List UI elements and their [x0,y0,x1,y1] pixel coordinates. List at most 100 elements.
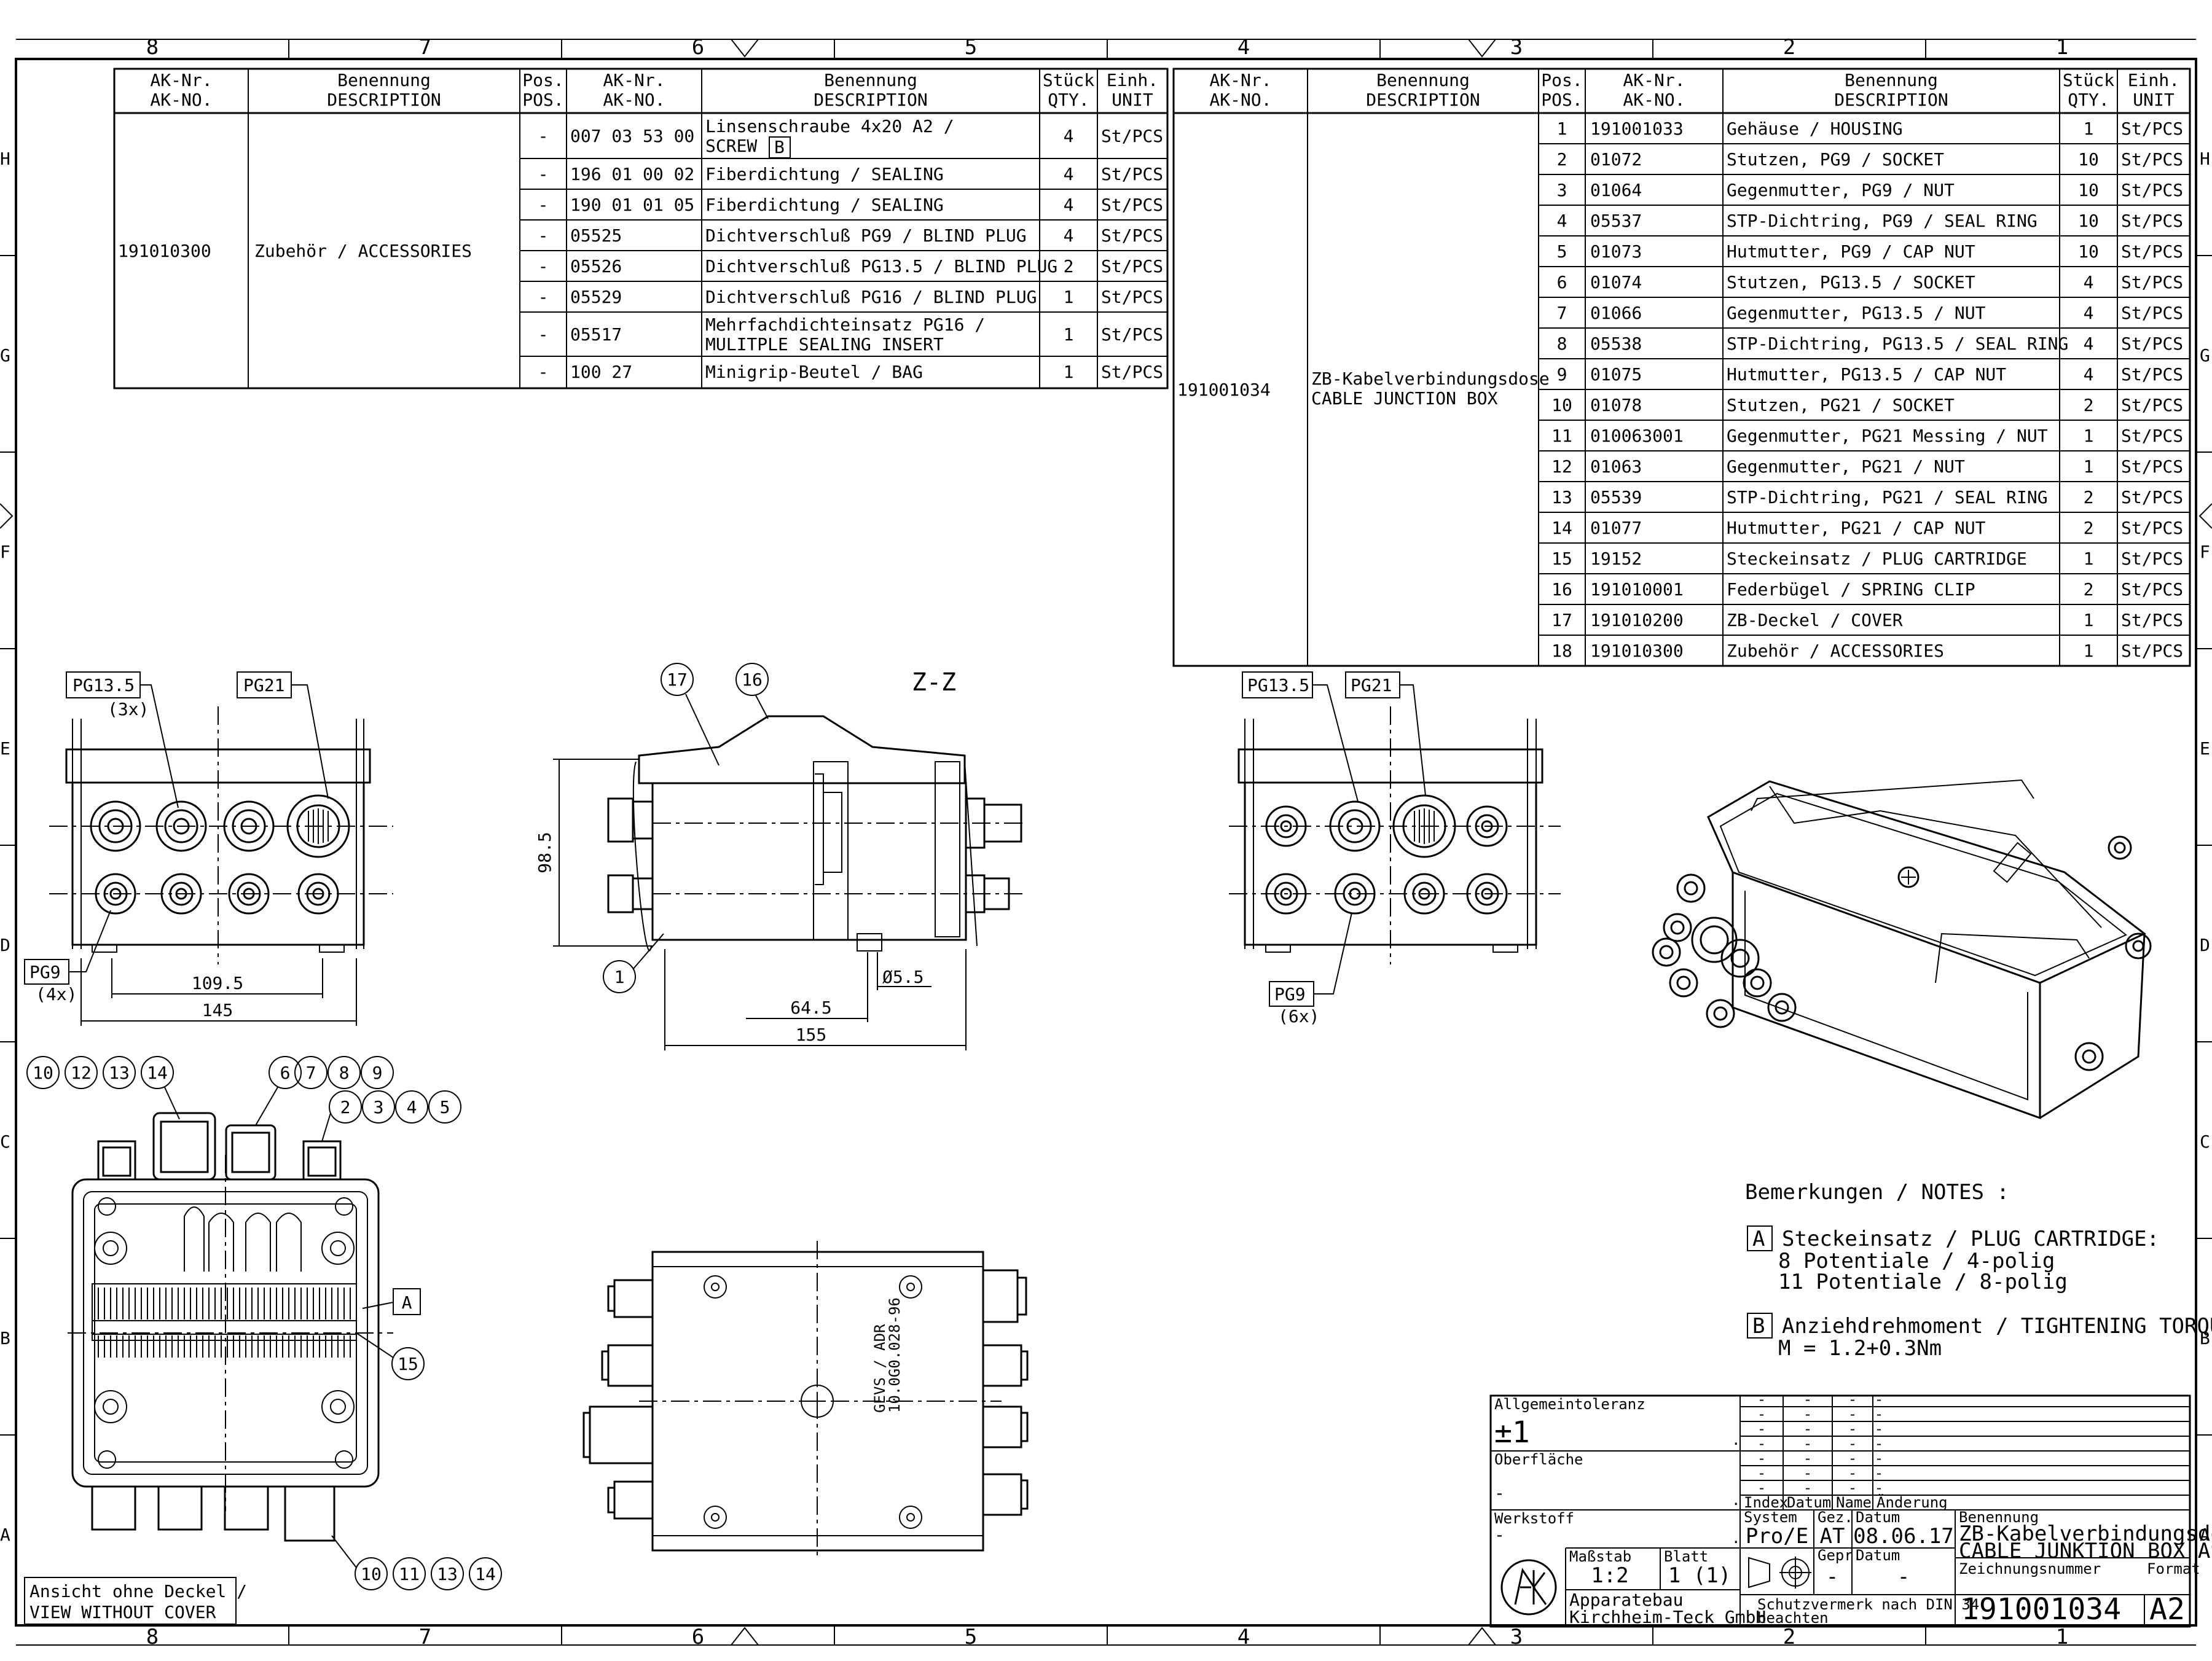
cell-unit: St/PCS [1101,195,1163,215]
header-ak-nr: AK-Nr. [1209,70,1271,90]
rev-dot: . [1732,1491,1740,1509]
system-value: Pro/E [1746,1524,1808,1549]
cell-qty: 4 [1064,195,1074,215]
cell-unit: St/PCS [1101,225,1163,246]
dim-155: 155 [796,1025,827,1045]
tolerance-value: ±1 [1494,1415,1530,1450]
cell-unit: St/PCS [2121,549,2183,569]
cell-description: Gegenmutter, PG13.5 / NUT [1727,303,1986,323]
dim-d5-5: Ø5.5 [882,967,924,987]
cell-number: 01064 [1590,180,1642,200]
frame-column-labels: 8 7 6 5 4 3 2 1 8 7 6 5 4 3 2 1 [146,35,2068,1649]
balloon-16: 16 [742,670,763,690]
cell-unit: St/PCS [1101,287,1163,307]
balloon: 13 [437,1564,458,1584]
group-name: ZB-Kabelverbindungsdose [1311,369,1550,389]
date-value: 08.06.17 [1853,1524,1954,1549]
tolerance-label: Allgemeintoleranz [1494,1396,1645,1413]
balloon: 10 [361,1564,382,1584]
header-ak-nr: AK-Nr. [150,70,212,90]
drawing-name-en: CABLE JUNKTION BOX ASSY. [1959,1539,2212,1563]
cell-number: 01078 [1590,395,1642,415]
parts-table-assembly: AK-Nr. AK-NO. Benennung DESCRIPTION Pos.… [1172,68,2191,667]
date-header: Datum [1787,1494,1831,1511]
cell-description-2: SCREW [705,136,757,156]
cell-description: Mehrfachdichteinsatz PG16 / [705,315,985,335]
cell-qty: 10 [2078,211,2099,231]
header-description: DESCRIPTION [1366,90,1480,110]
company-line1: Apparatebau [1569,1590,1683,1610]
row-label: G [0,345,10,365]
note-b-line2: M = 1.2+0.3Nm [1778,1336,1942,1361]
cell-description: Federbügel / SPRING CLIP [1727,579,1975,600]
cell-pos: 15 [1551,549,1572,569]
cell-pos: - [538,324,549,345]
pg21-label: PG21 [243,675,284,695]
group-name-en: CABLE JUNCTION BOX [1311,388,1498,408]
cell-unit: St/PCS [2121,487,2183,507]
cell-description: Stutzen, PG13.5 / SOCKET [1727,272,1975,292]
top-view: GEVS / ADR 10.0G0.028-96 [582,1241,1029,1560]
cell-description: Fiberdichtung / SEALING [705,195,944,215]
balloons-top-left: 10 12 13 14 [26,1056,180,1120]
balloon: 14 [147,1063,168,1083]
cell-pos: 2 [1557,149,1567,170]
note-b-line1: Anziehdrehmoment / TIGHTENING TORQUE: [1782,1314,2212,1339]
rev-dash: - [1757,1420,1766,1437]
balloon: 7 [306,1063,316,1083]
cell-qty: 1 [2084,549,2094,569]
rev-dash: - [1803,1450,1812,1467]
rev-dash: - [1757,1464,1766,1482]
header-benennung: Benennung [1376,70,1470,90]
cell-qty: 4 [2084,272,2094,292]
cell-unit: St/PCS [1101,126,1163,146]
rev-dash: - [1848,1464,1857,1482]
surface-value: - [1494,1483,1505,1503]
rev-dash: - [1757,1435,1766,1452]
balloon: 2 [340,1097,351,1117]
rev-dash: - [1803,1405,1812,1423]
scale-label: Maßstab [1569,1548,1631,1565]
material-value: - [1494,1525,1505,1545]
cell-unit: St/PCS [2121,180,2183,200]
col-label: 1 [2056,1625,2068,1649]
balloons-bottom: 10 11 13 14 [331,1535,502,1590]
cell-unit: St/PCS [2121,518,2183,538]
cell-pos: - [538,126,549,146]
cell-unit: St/PCS [2121,119,2183,139]
section-view-z: Z-Z 98.5 155 64.5 [535,663,1027,1050]
cell-number: 05529 [570,287,622,307]
cell-number: 100 27 [570,362,632,382]
cell-qty: 4 [2084,303,2094,323]
header-ak-nr: AK-Nr. [603,70,665,90]
cell-number: 01066 [1590,303,1642,323]
cell-qty: 10 [2078,149,2099,170]
note-b-ref: B [774,137,785,157]
rev-dash: - [1803,1479,1812,1496]
cell-number: 191001033 [1590,119,1684,139]
company-line2: Kirchheim-Teck GmbH [1569,1607,1766,1627]
balloon-17: 17 [667,670,688,690]
isometric-view [1652,779,2152,1120]
balloon-15: 15 [398,1354,418,1374]
header-benennung: Benennung [337,70,431,90]
cell-description-2: MULITPLE SEALING INSERT [705,334,944,354]
header-ak-no: AK-NO. [1209,90,1271,110]
cell-qty: 1 [2084,641,2094,661]
balloon: 8 [339,1063,350,1083]
surface-label: Oberfläche [1494,1451,1583,1468]
cell-pos: 7 [1557,303,1567,323]
cell-pos: 1 [1557,119,1567,139]
header-benennung: Benennung [824,70,917,90]
cell-description: ZB-Deckel / COVER [1727,610,1903,630]
pg135-label: PG13.5 [73,675,135,695]
cell-qty: 1 [1064,324,1074,345]
cell-pos: 13 [1551,487,1572,507]
